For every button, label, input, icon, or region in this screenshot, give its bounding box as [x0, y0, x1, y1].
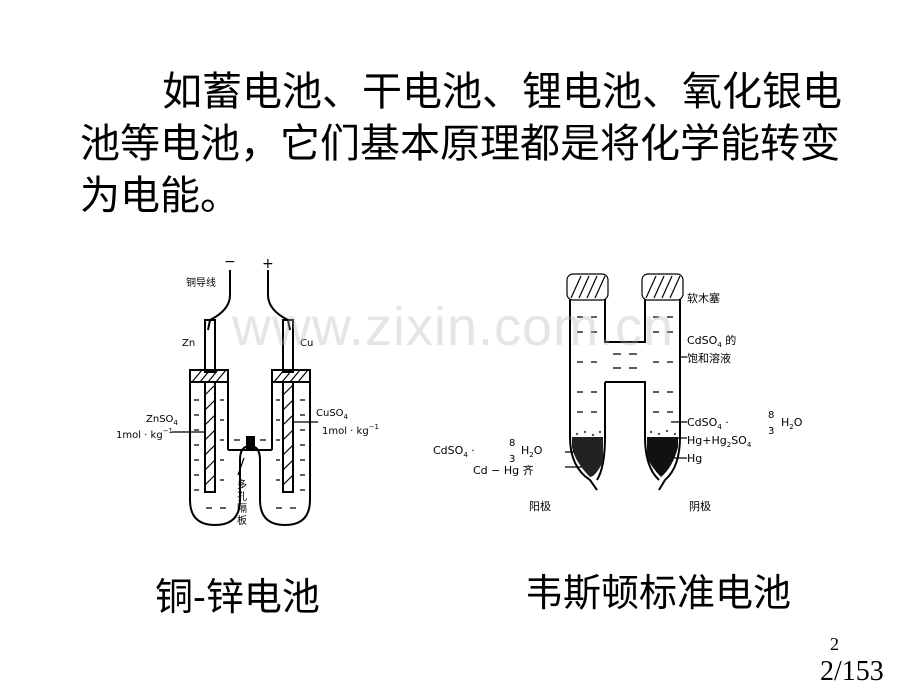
- anode-label: 阳极: [529, 499, 551, 513]
- hydrate-right-label: CdSO4 ·: [687, 416, 729, 431]
- cu-electrode: [282, 381, 294, 493]
- body-paragraph: 如蓄电池、干电池、锂电池、氧化银电 池等电池，它们基本原理都是将化学能转变 为电…: [80, 66, 870, 222]
- porous-membrane: [246, 436, 255, 450]
- membrane-label-3: 隔: [237, 503, 247, 515]
- membrane-label-2: 孔: [237, 491, 247, 503]
- cork-left: [566, 273, 609, 301]
- zn-electrode-top: [204, 319, 216, 373]
- membrane-label-1: 多: [237, 478, 247, 491]
- wire-label: 铜导线: [186, 276, 216, 289]
- left-tube-outer: [569, 282, 598, 491]
- caption-weston-cell: 韦斯顿标准电池: [525, 571, 792, 615]
- hg-paste: [647, 437, 678, 477]
- zn-label: Zn: [182, 338, 195, 349]
- paragraph-line-3: 为电能。: [80, 173, 240, 219]
- paragraph-line-2: 池等电池，它们基本原理都是将化学能转变: [80, 121, 840, 167]
- hg-label: Hg: [687, 452, 702, 465]
- cathode-label: 阴极: [689, 499, 711, 513]
- water-right-label: H2O: [781, 416, 803, 431]
- water-left-label: H2O: [521, 444, 543, 459]
- cd-hg-amalgam: [572, 437, 603, 477]
- left-tube-inner: [596, 436, 606, 481]
- paragraph-line-1: 如蓄电池、干电池、锂电池、氧化银电: [162, 69, 842, 115]
- caption-copper-zinc-cell: 铜-锌电池: [155, 575, 320, 619]
- cd-hg-label: Cd − Hg 齐: [473, 463, 534, 477]
- fraction-denominator-left: 3: [509, 454, 515, 465]
- fraction-denominator-right: 3: [768, 426, 774, 437]
- fraction-numerator-left: 8: [509, 438, 515, 449]
- saturated-solution-label-1: CdSO4 的: [687, 333, 736, 349]
- right-tube-outer: [658, 282, 681, 491]
- cork-right: [641, 273, 684, 301]
- h-top: [604, 282, 646, 343]
- znso4-label: ZnSO4: [146, 414, 178, 427]
- cu-label: Cu: [300, 338, 313, 349]
- minus-sign: −: [224, 254, 236, 270]
- membrane-label-4: 板: [237, 514, 247, 527]
- fraction-numerator-right: 8: [768, 410, 774, 421]
- cuso4-label: CuSO4: [316, 408, 349, 421]
- membrane-leader: [237, 457, 245, 476]
- hydrate-left-label: CdSO4 ·: [433, 444, 475, 459]
- page-number-small: 2: [830, 634, 839, 654]
- cu-electrode-top: [282, 319, 294, 373]
- right-tube-inner: [644, 436, 660, 481]
- zn-electrode: [204, 381, 216, 493]
- conc-right-label: 1mol · kg−1: [322, 423, 379, 437]
- saturated-solution-label-2: 饱和溶液: [687, 351, 731, 365]
- h-bottom-right: [605, 381, 646, 437]
- conc-left-label: 1mol · kg−1: [116, 427, 173, 441]
- copper-zinc-cell-diagram: − + 铜导线 Zn Cu ZnSO4 1mol · kg−1 CuSO4 1m…: [116, 254, 379, 527]
- page-counter: 2/153: [820, 656, 884, 687]
- hg-hg2so4-label: Hg+Hg2SO4: [687, 434, 752, 449]
- cork-label: 软木塞: [687, 291, 720, 305]
- watermark: www.zixin.com.cn: [232, 297, 675, 357]
- weston-cell-diagram: 软木塞 CdSO4 的 饱和溶液 CdSO4 · 8 3 H2O CdSO4 ·…: [433, 273, 803, 513]
- plus-sign: +: [262, 256, 274, 272]
